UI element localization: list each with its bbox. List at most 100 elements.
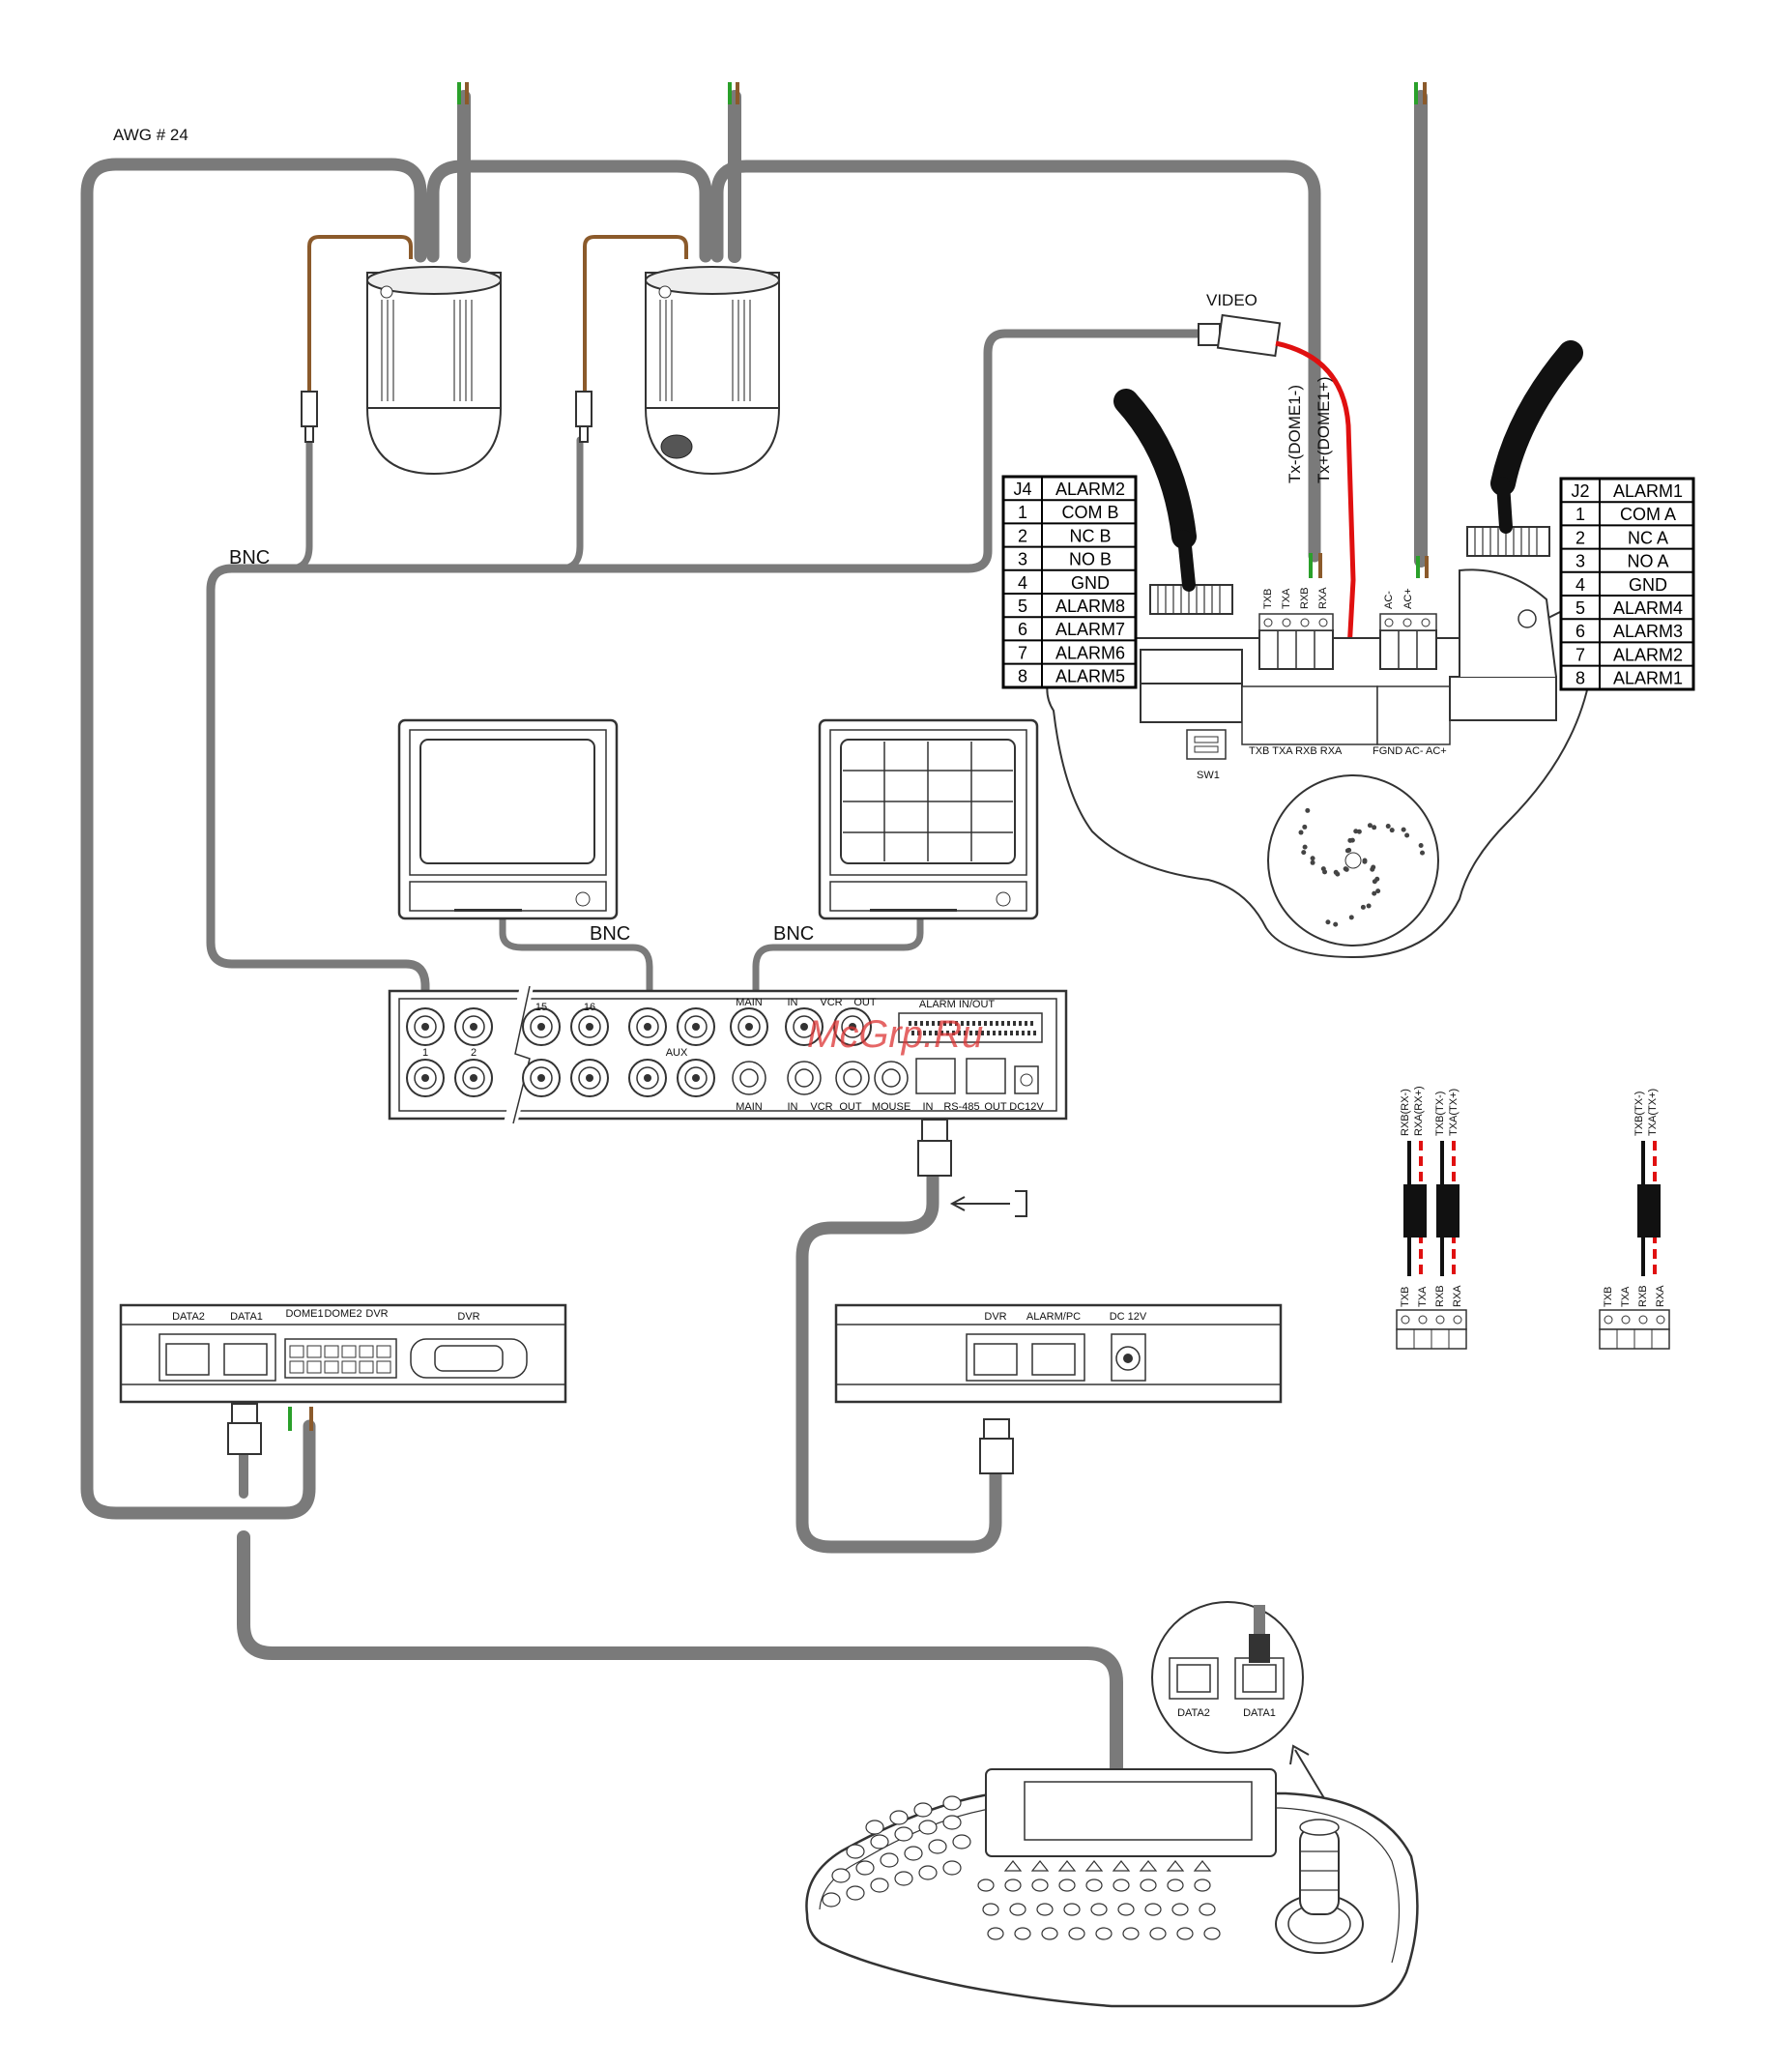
cable-dist-keyboard (237, 1530, 1123, 1781)
keyboard-key (1090, 1903, 1108, 1916)
bnc-label-monitor2: BNC (773, 923, 814, 945)
keyboard-key (889, 1810, 909, 1825)
dvr-label: IN (923, 1101, 934, 1113)
pigtail-label: RXA (1452, 1285, 1463, 1307)
keyboard-key (952, 1834, 971, 1850)
bnc-label-left: BNC (229, 547, 270, 568)
j4-pin-number: 6 (1018, 620, 1027, 639)
pigtail-label: RXA (1655, 1285, 1666, 1307)
dvr-label: 15 (535, 1002, 547, 1013)
inset-port-label: DATA1 (1243, 1707, 1276, 1719)
svg-text:AC-: AC- (1383, 591, 1395, 609)
keyboard-key (1203, 1927, 1221, 1940)
control-board (1046, 526, 1595, 959)
keyboard-key (865, 1820, 884, 1835)
pigtail-label: TXB (1400, 1287, 1411, 1307)
j2-pin-function: GND (1629, 575, 1667, 595)
pigtail-label: TXB(TX-) (1434, 1092, 1446, 1136)
j4-pin-function: GND (1071, 573, 1110, 593)
j4-pin-number: 4 (1018, 573, 1027, 593)
keyboard-key (1194, 1879, 1211, 1892)
dvr-label: MOUSE (872, 1101, 910, 1113)
keyboard-key (904, 1846, 923, 1861)
j2-pin-function: ALARM2 (1613, 645, 1683, 664)
j2-pin-number: 6 (1575, 622, 1585, 641)
ribbon-cables (1113, 340, 1583, 592)
keyboard-key (1122, 1927, 1140, 1940)
dvr-bnc-ports (406, 1007, 872, 1097)
keyboard-key (822, 1892, 841, 1908)
pigtail-label: TXA(TX+) (1448, 1089, 1460, 1136)
keyboard-key (1085, 1879, 1103, 1892)
keyboard-key (1139, 1860, 1158, 1872)
keyboard-key (1144, 1903, 1162, 1916)
video-connector (1198, 313, 1282, 358)
watermark-text: McGrp.Ru (807, 1013, 983, 1056)
keyboard-key (855, 1860, 875, 1876)
keyboard-key (894, 1871, 913, 1886)
j2-pin-function: NO A (1627, 552, 1668, 571)
keyboard-key (1117, 1903, 1135, 1916)
dist-box-label: DVR (365, 1308, 388, 1320)
cable-main-loop (80, 158, 427, 1520)
keyboard-key (1084, 1860, 1104, 1872)
keyboard-key (1166, 1860, 1185, 1872)
control-keyboard (805, 1768, 1419, 2008)
cable-bnc-monitor2 (752, 915, 924, 1029)
j4-pin-number: 7 (1018, 643, 1027, 662)
dvr-label: ALARM IN/OUT (919, 999, 996, 1010)
svg-text:FGND AC- AC+: FGND AC- AC+ (1373, 745, 1447, 757)
svg-text:TXB TXA RXB RXA: TXB TXA RXB RXA (1249, 745, 1343, 757)
dvr-label: IN (788, 1101, 798, 1113)
board-labels: TXB TXA RXB RXA AC- AC+ TXB TXA RXB RXA … (1197, 587, 1447, 781)
rj45-plug-dist (227, 1403, 262, 1455)
j4-pin-function: NO B (1069, 550, 1112, 569)
dvr-label: 1 (422, 1047, 428, 1059)
j4-pin-function: ALARM6 (1055, 643, 1125, 662)
keyboard-key (1031, 1879, 1049, 1892)
j2-pin-number: 7 (1575, 645, 1585, 664)
bnc-plugs (301, 391, 593, 443)
keyboard-key (846, 1885, 865, 1901)
j4-pin-number: 2 (1018, 526, 1027, 545)
dome-camera-2 (644, 266, 781, 476)
dvr-label: VCR (810, 1101, 832, 1113)
rj45-plug-dvr (917, 1119, 952, 1177)
dvr-label: OUT (853, 997, 877, 1008)
dvr-label: 16 (584, 1002, 595, 1013)
j2-pin-function: ALARM1 (1613, 669, 1683, 688)
cables (80, 90, 1428, 1781)
j4-pin-number: 3 (1018, 550, 1027, 569)
pigtail-label: TXA (1620, 1286, 1632, 1307)
j2-pin-number: 3 (1575, 552, 1585, 571)
pigtail-label: RXB(RX-) (1400, 1089, 1411, 1136)
wire-tips (288, 82, 1429, 1431)
dvr-label: VCR (820, 997, 842, 1008)
svg-text:TXB: TXB (1262, 589, 1274, 609)
svg-text:RXB: RXB (1299, 587, 1311, 609)
keyboard-key (987, 1927, 1004, 1940)
svg-text:RXA: RXA (1317, 587, 1329, 609)
keyboard-key (977, 1879, 995, 1892)
svg-text:SW1: SW1 (1197, 770, 1220, 781)
j2-pin-number: J2 (1571, 481, 1589, 501)
tx-plus-label: Tx+(DOME1+) (1315, 376, 1333, 483)
keyboard-key (1014, 1927, 1031, 1940)
j2-pin-function: ALARM3 (1613, 622, 1683, 641)
j4-pin-number: 8 (1018, 667, 1027, 686)
power-box-label: DC 12V (1110, 1311, 1147, 1323)
j4-pin-number: 5 (1018, 597, 1027, 616)
rj45-plug-power (979, 1418, 1014, 1474)
keyboard-key (942, 1795, 962, 1811)
dist-box-label: DVR (457, 1311, 479, 1323)
j4-pin-function: COM B (1061, 503, 1118, 522)
j2-pin-function: ALARM1 (1613, 481, 1683, 501)
monitor-1 (397, 718, 619, 920)
